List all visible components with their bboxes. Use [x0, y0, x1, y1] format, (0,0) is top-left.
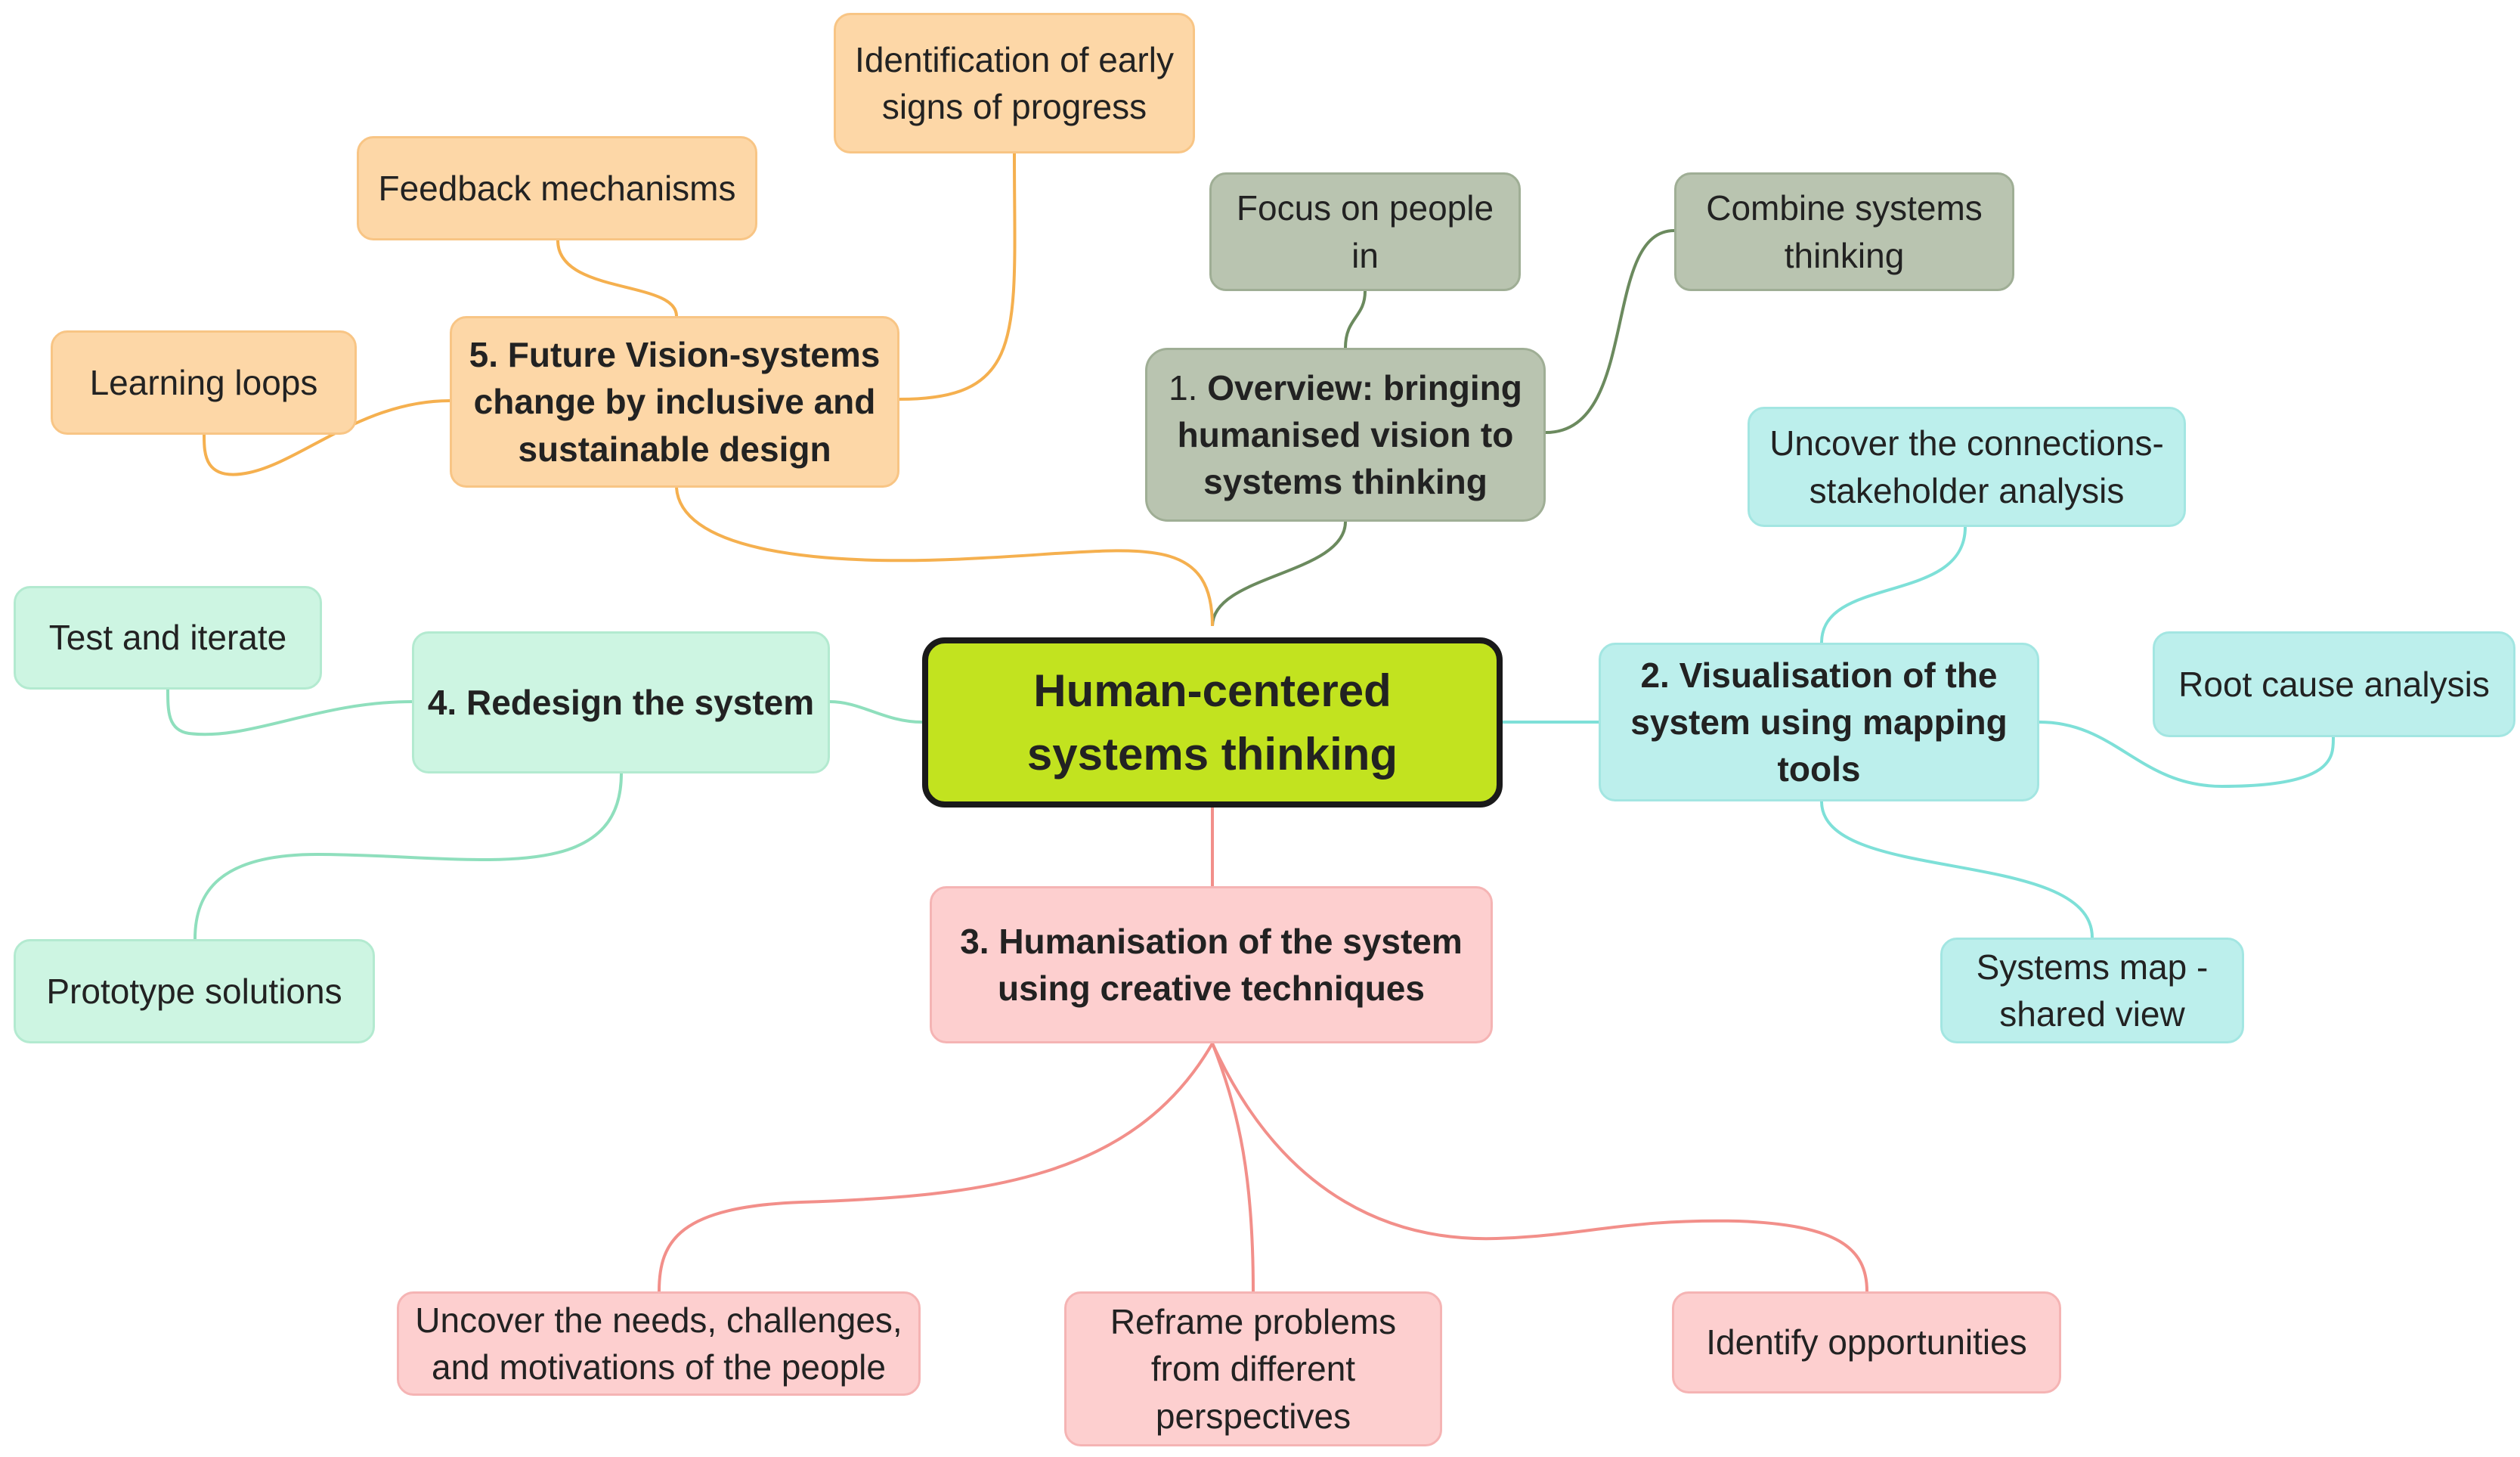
node-prototype-solutions-label: Prototype solutions [46, 971, 342, 1011]
branch-4-redesign[interactable]: 4. Redesign the system [412, 631, 830, 773]
connector-b4-prototype [193, 773, 623, 940]
node-combine-systems-thinking[interactable]: Combine systems thinking [1674, 172, 2014, 291]
node-feedback-mechanisms-label: Feedback mechanisms [378, 168, 736, 208]
node-focus-on-people-label: Focus on people in [1236, 188, 1494, 275]
connector-b2-rootcause [2039, 721, 2336, 789]
node-uncover-needs[interactable]: Uncover the needs, challenges, and motiv… [397, 1291, 921, 1396]
connector-b1-focus [1344, 290, 1367, 349]
branch-1-label: Overview: bringing humanised vision to s… [1177, 367, 1522, 502]
node-learning-loops-label: Learning loops [89, 362, 318, 402]
node-systems-map-label: Systems map - shared view [1976, 947, 2209, 1034]
node-test-and-iterate-label: Test and iterate [48, 618, 287, 658]
node-reframe-problems[interactable]: Reframe problems from different perspect… [1064, 1291, 1442, 1446]
branch-4-label: 4. Redesign the system [427, 682, 815, 722]
connector-b3-needs [658, 1042, 1214, 1292]
branch-3-humanisation[interactable]: 3. Humanisation of the system using crea… [930, 886, 1493, 1043]
connector-b5-feedback [556, 240, 678, 317]
connector-root-b4 [829, 700, 923, 724]
connector-b5-earlysigns [899, 153, 1017, 401]
node-uncover-connections[interactable]: Uncover the connections-stakeholder anal… [1748, 407, 2186, 527]
node-identification-early-signs-label: Identification of early signs of progres… [855, 39, 1174, 126]
node-systems-map[interactable]: Systems map - shared view [1940, 938, 2244, 1043]
connector-root-b5 [675, 487, 1214, 627]
connector-b4-test [166, 689, 413, 736]
node-uncover-needs-label: Uncover the needs, challenges, and motiv… [415, 1300, 902, 1387]
branch-5-label: 5. Future Vision-systems change by inclu… [469, 335, 881, 469]
node-root-cause-analysis-label: Root cause analysis [2178, 664, 2490, 704]
connector-b3-identify [1211, 1043, 1868, 1292]
node-combine-systems-thinking-label: Combine systems thinking [1706, 188, 1983, 275]
branch-2-visualisation[interactable]: 2. Visualisation of the system using map… [1599, 643, 2039, 801]
node-test-and-iterate[interactable]: Test and iterate [14, 586, 322, 690]
node-prototype-solutions[interactable]: Prototype solutions [14, 939, 375, 1043]
node-feedback-mechanisms[interactable]: Feedback mechanisms [357, 136, 757, 240]
root-label: Human-centered systems thinking [1026, 665, 1398, 780]
node-identify-opportunities-label: Identify opportunities [1706, 1322, 2027, 1362]
connector-b2-sysmap [1820, 801, 2094, 938]
connector-b2-uncover [1820, 526, 1967, 643]
branch-1-prefix: 1. [1169, 367, 1208, 408]
node-identification-early-signs[interactable]: Identification of early signs of progres… [834, 13, 1195, 153]
connector-b1-combine [1545, 229, 1675, 434]
connector-b3-reframe [1211, 1043, 1255, 1292]
node-identify-opportunities[interactable]: Identify opportunities [1672, 1291, 2061, 1393]
connector-root-b1 [1211, 521, 1347, 627]
node-learning-loops[interactable]: Learning loops [51, 330, 357, 435]
node-reframe-problems-label: Reframe problems from different perspect… [1110, 1302, 1397, 1436]
branch-1-overview[interactable]: 1. Overview: bringing humanised vision t… [1145, 348, 1546, 522]
branch-2-label: 2. Visualisation of the system using map… [1630, 655, 2008, 789]
node-focus-on-people[interactable]: Focus on people in [1209, 172, 1521, 291]
root-node[interactable]: Human-centered systems thinking [922, 637, 1503, 808]
branch-5-future-vision[interactable]: 5. Future Vision-systems change by inclu… [450, 316, 899, 488]
node-uncover-connections-label: Uncover the connections-stakeholder anal… [1769, 423, 2164, 510]
branch-3-label: 3. Humanisation of the system using crea… [960, 921, 1463, 1008]
connector-b5-learning [203, 399, 450, 476]
node-root-cause-analysis[interactable]: Root cause analysis [2153, 631, 2515, 737]
